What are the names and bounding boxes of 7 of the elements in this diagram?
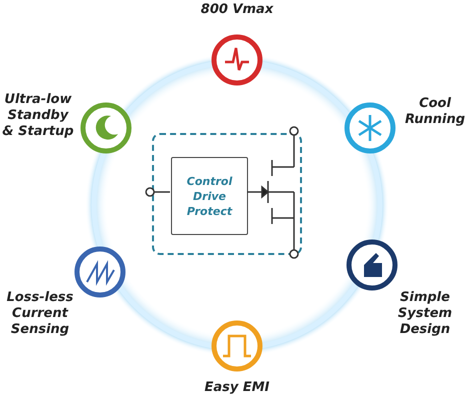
feature-label: Easy EMI bbox=[203, 380, 271, 396]
feature-label: Loss-less Current Sensing bbox=[6, 290, 74, 338]
feature-label: Ultra-low Standby & Startup bbox=[2, 92, 74, 140]
feature-label: 800 Vmax bbox=[200, 2, 274, 18]
feature-label: Simple System Design bbox=[396, 290, 454, 338]
feature-label: Cool Running bbox=[404, 96, 466, 128]
control-block: Control Drive Protect bbox=[171, 157, 248, 235]
